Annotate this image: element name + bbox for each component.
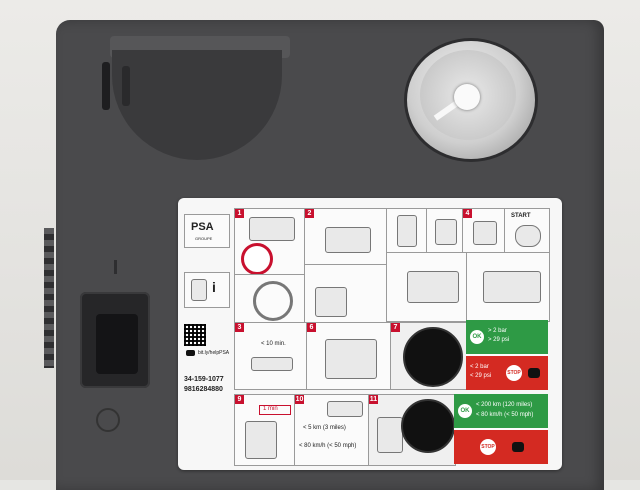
step-number: 1 [235, 209, 244, 218]
step-7-cell: 7 [390, 322, 468, 390]
pressure-ok-bar: > 2 bar [488, 328, 507, 334]
qr-code [184, 324, 206, 346]
pressure-dial-icon [401, 399, 455, 453]
valve-sketch [435, 219, 457, 245]
start-button-sketch [515, 225, 541, 247]
pressure-low-bar: < 2 bar [470, 364, 489, 370]
step-3-time: < 10 min. [261, 341, 286, 347]
youtube-icon [186, 350, 195, 356]
step-number: 4 [463, 209, 472, 218]
phone-icon [512, 442, 524, 452]
ok-badge: OK [470, 330, 484, 344]
step-2-cell: 2 [304, 208, 388, 266]
bottle-sketch [315, 287, 347, 317]
drive-stop-panel: STOP [454, 430, 548, 464]
help-url: bit.ly/helpPSA [198, 350, 230, 356]
drive-ok-speed: < 80 km/h (< 50 mph) [476, 412, 534, 418]
ok-badge: OK [458, 404, 472, 418]
psa-logo-box: PSA GROUPE [184, 214, 230, 248]
psa-logo-text: PSA [191, 221, 214, 233]
step-6-cell: 6 [306, 322, 392, 390]
compressor-sketch [377, 417, 403, 453]
step-number: 11 [369, 395, 378, 404]
step-5-cell: 4 [462, 208, 506, 254]
phone-icon [528, 368, 540, 378]
compressor-sketch [249, 217, 295, 241]
steering-wheel-cell [234, 274, 306, 324]
step-number: 7 [391, 323, 400, 332]
step-number: 2 [305, 209, 314, 218]
part-number-2: 9816284880 [184, 386, 223, 393]
tire-sketch [483, 271, 541, 303]
handle-slot-left [102, 62, 110, 110]
start-label: START [511, 213, 531, 219]
valve-tool-sketch [245, 421, 277, 459]
instruction-label: PSA GROUPE i bit.ly/helpPSA 34-159-1077 … [178, 198, 562, 470]
speedometer-icon [403, 327, 463, 387]
stop-badge: STOP [506, 365, 522, 381]
handle-slot-inner [122, 66, 130, 106]
switch-sketch [251, 357, 293, 371]
start-cell: START [504, 208, 550, 254]
stop-badge: STOP [480, 439, 496, 455]
valve-cap-sketch [473, 221, 497, 245]
warning-circle-icon [241, 243, 273, 275]
pressure-ok-psi: > 29 psi [488, 337, 510, 343]
timer-box [259, 405, 291, 415]
info-icon: i [212, 279, 216, 295]
side-vent [44, 228, 54, 368]
step-8-cell: 8 OK > 2 bar > 29 psi < 2 bar < 29 psi S… [466, 320, 548, 390]
step-1-cell: 1 [234, 208, 306, 276]
pressure-low-panel: < 2 bar < 29 psi STOP [466, 356, 548, 390]
step-3-top-cell [386, 208, 428, 254]
drive-ok-distance: < 200 km (120 miles) [476, 402, 533, 408]
step-10-distance: < 5 km (3 miles) [303, 425, 346, 431]
step-2-bottom-cell [304, 264, 388, 324]
part-number-1: 34-159-1077 [184, 376, 224, 383]
gauge-needle-hub [454, 84, 480, 110]
indicator-mark [114, 260, 117, 274]
step-number: 10 [295, 395, 304, 404]
sealant-bottle-sketch [397, 215, 417, 247]
drive-ok-panel: OK < 200 km (120 miles) < 80 km/h (< 50 … [454, 394, 548, 428]
step-10-speed: < 80 km/h (< 50 mph) [299, 443, 357, 449]
step-11-cell: 11 [368, 394, 456, 466]
step-9-time: 1 min [263, 406, 278, 412]
psa-logo-sub: GROUPE [195, 236, 213, 241]
compressor-sketch [407, 271, 459, 303]
manual-book-icon [191, 279, 207, 301]
step-3-cell: 3 < 10 min. [234, 322, 308, 390]
steering-wheel-icon [253, 281, 293, 321]
manual-info-box: i [184, 272, 230, 308]
car-icon [327, 401, 363, 417]
step-9-cell: 9 1 min [234, 394, 296, 466]
tire-connect-cell [466, 252, 550, 322]
power-switch[interactable] [96, 314, 138, 374]
step-number: 9 [235, 395, 244, 404]
compressor-sketch [325, 339, 377, 379]
step-12-cell: 12 OK < 200 km (120 miles) < 80 km/h (< … [454, 394, 548, 464]
step-4-cell [426, 208, 464, 254]
step-number: 6 [307, 323, 316, 332]
power-icon [96, 408, 120, 432]
compressor-sketch [325, 227, 371, 253]
pressure-ok-panel: OK > 2 bar > 29 psi [466, 320, 548, 354]
pressure-low-psi: < 29 psi [470, 373, 492, 379]
step-10-cell: 10 < 5 km (3 miles) < 80 km/h (< 50 mph) [294, 394, 370, 466]
compressor-hose-cell [386, 252, 468, 322]
step-number: 3 [235, 323, 244, 332]
